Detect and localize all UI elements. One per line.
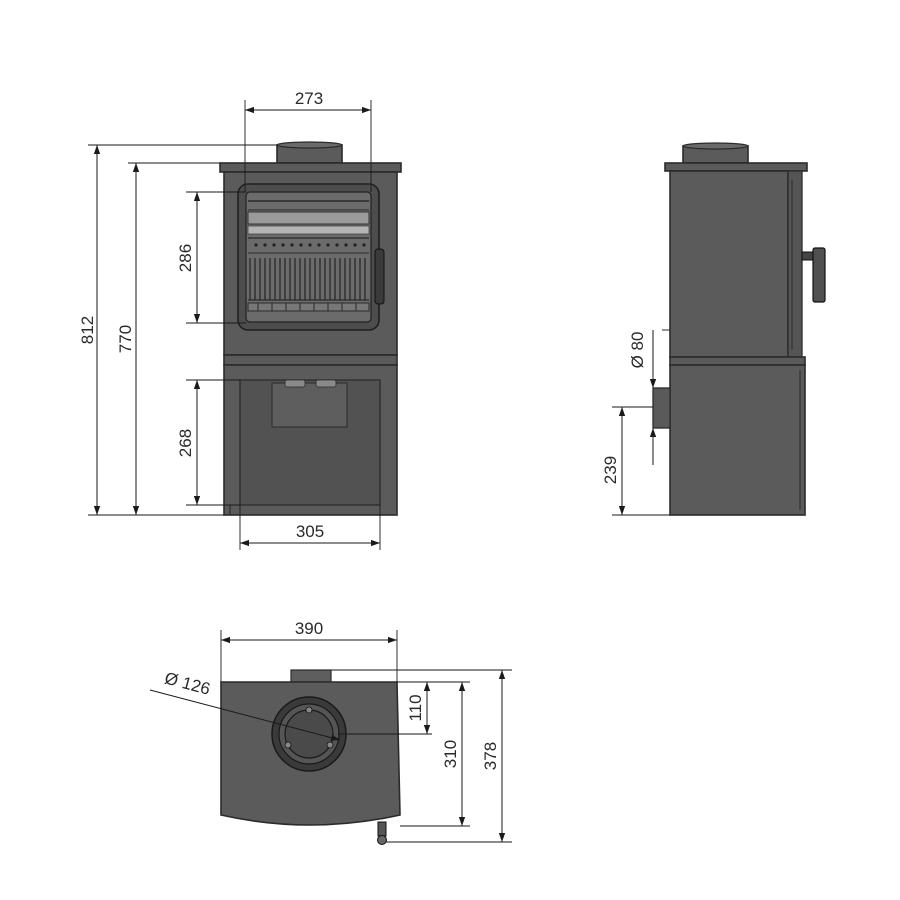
dimension-total-height: 812 xyxy=(78,144,277,516)
side-view: Ø 80 239 xyxy=(601,142,826,516)
dimension-outlet-diameter: Ø 80 xyxy=(628,330,657,465)
side-flue-collar xyxy=(682,142,749,164)
dimension-door-height: 286 xyxy=(176,191,246,324)
dimension-top-total-depth: 378 xyxy=(386,670,512,843)
dimension-base-width: 305 xyxy=(239,505,381,550)
dimension-outlet-height: 239 xyxy=(601,406,670,516)
side-rear-outlet xyxy=(652,387,671,429)
label-total-height: 812 xyxy=(78,316,97,344)
side-door-edge xyxy=(787,170,803,358)
side-mid-band xyxy=(669,356,806,366)
label-flue-diameter: Ø 126 xyxy=(163,669,213,699)
side-top-plate xyxy=(664,162,808,172)
top-rear-collar xyxy=(290,669,332,683)
front-log-store xyxy=(223,364,398,516)
front-door xyxy=(237,183,380,331)
label-base-width: 305 xyxy=(296,522,324,541)
side-firebox-body xyxy=(669,170,789,358)
dimension-logstore-height: 268 xyxy=(176,379,240,506)
front-air-holes xyxy=(254,243,366,247)
dimension-top-depth: 310 xyxy=(397,681,470,827)
label-body-height: 770 xyxy=(116,325,135,353)
front-grate xyxy=(249,258,366,300)
dimension-front-width: 273 xyxy=(244,89,372,192)
label-front-width: 273 xyxy=(295,89,323,108)
front-door-handle xyxy=(374,248,385,305)
label-outlet-diameter: Ø 80 xyxy=(628,332,647,369)
top-flue-ring xyxy=(271,696,347,772)
label-flue-offset: 110 xyxy=(406,694,425,721)
label-top-total-depth: 378 xyxy=(481,742,500,770)
front-top-plate xyxy=(219,162,402,173)
side-door-handle xyxy=(801,247,826,303)
label-logstore-height: 268 xyxy=(176,429,195,457)
side-log-store xyxy=(669,364,806,516)
label-top-width: 390 xyxy=(295,619,323,638)
top-view: 390 Ø 126 110 310 378 xyxy=(149,619,512,845)
label-door-height: 286 xyxy=(176,244,195,272)
dimension-top-width: 390 xyxy=(220,619,398,682)
front-view: 273 812 770 286 268 xyxy=(78,89,402,550)
dimension-flue-offset: 110 xyxy=(331,669,512,735)
label-outlet-height: 239 xyxy=(601,456,620,484)
top-front-knob xyxy=(377,821,387,845)
front-flue-collar xyxy=(276,141,343,164)
front-mid-band xyxy=(223,354,398,366)
dimension-body-height: 770 xyxy=(116,162,220,515)
label-top-depth: 310 xyxy=(441,740,460,768)
